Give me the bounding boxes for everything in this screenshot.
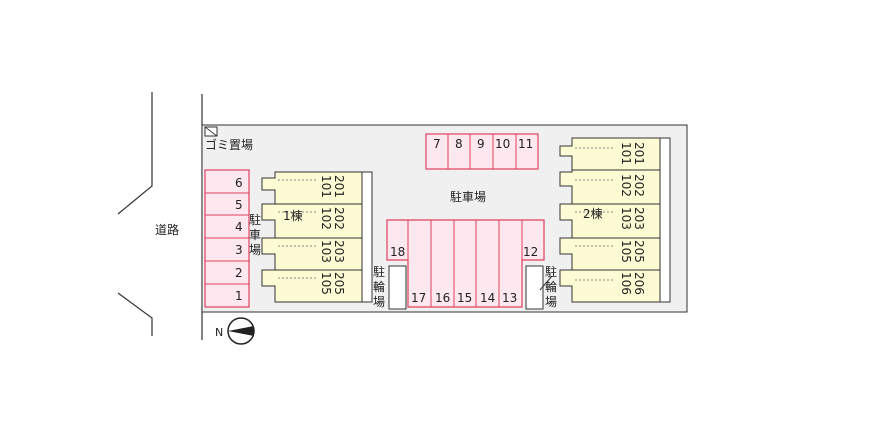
parking-space-5: 5 [235,198,243,212]
unit-label: 206 [632,272,646,295]
parking-space-12: 12 [523,245,538,259]
unit-label: 101 [319,175,333,198]
parking-space-1: 1 [235,289,243,303]
building-2-label: 2棟 [583,206,603,221]
svg-text:輪: 輪 [545,279,557,294]
parking-space-4: 4 [235,220,243,234]
parking-space-18: 18 [390,245,405,259]
unit-label: 101 [619,142,633,165]
parking-center-block: 18 12 17 16 15 14 13 [386,219,545,308]
parking-space-15: 15 [457,291,472,305]
parking-space-2: 2 [235,266,243,280]
parking-space-16: 16 [435,291,450,305]
unit-label: 102 [619,174,633,197]
svg-text:駐: 駐 [545,264,557,279]
parking-space-13: 13 [502,291,517,305]
parking-space-17: 17 [411,291,426,305]
building-2: 2棟 [559,137,671,303]
parking-space-14: 14 [480,291,495,305]
parking-space-8: 8 [455,137,463,151]
north-compass-icon: N [215,317,255,345]
building-1: 1棟 [261,171,373,303]
unit-label: 202 [332,207,346,230]
garbage-bin-mark [204,126,218,137]
unit-label: 205 [632,240,646,263]
svg-text:車: 車 [249,228,261,242]
small-parking-label: 駐 車 場 [249,212,261,257]
unit-label: 202 [632,174,646,197]
unit-label: 105 [619,240,633,263]
svg-text:場: 場 [249,243,261,257]
road-lines [117,92,203,340]
north-label: N [215,326,223,339]
parking-space-6: 6 [235,176,243,190]
unit-label: 205 [332,272,346,295]
parking-top-row: 7 8 9 10 11 [425,133,539,170]
unit-label: 203 [332,240,346,263]
building-2-units: 201 101 202 102 203 103 205 105 206 106 [619,142,646,295]
building-1-units: 201 101 202 102 203 103 205 105 [319,175,346,295]
svg-text:駐: 駐 [373,264,385,279]
garbage-label: ゴミ置場 [205,137,253,152]
unit-label: 201 [632,142,646,165]
svg-text:場: 場 [373,295,385,309]
bicycle-parking-right: 駐 輪 場 [525,264,557,310]
unit-label: 203 [632,207,646,230]
unit-label: 103 [619,207,633,230]
parking-space-10: 10 [495,137,510,151]
svg-text:場: 場 [545,295,557,309]
parking-center-label: 駐車場 [450,189,486,204]
parking-space-11: 11 [518,137,533,151]
bicycle-parking-left: 駐 輪 場 [373,264,407,310]
unit-label: 106 [619,272,633,295]
road-label: 道路 [155,222,179,237]
unit-label: 102 [319,207,333,230]
parking-space-7: 7 [433,137,441,151]
parking-space-3: 3 [235,243,243,257]
unit-label: 103 [319,240,333,263]
parking-left-column: 6 5 4 3 2 1 [204,169,250,308]
unit-label: 201 [332,175,346,198]
svg-text:駐: 駐 [249,212,261,227]
parking-space-9: 9 [477,137,485,151]
building-1-label: 1棟 [283,208,303,223]
svg-text:輪: 輪 [373,279,385,294]
unit-label: 105 [319,272,333,295]
